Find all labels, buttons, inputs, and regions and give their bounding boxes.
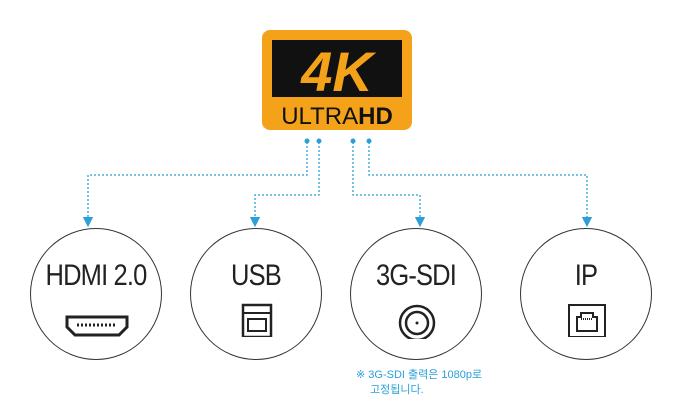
output-ip: IP [520, 228, 652, 360]
output-hdmi: HDMI 2.0 [30, 228, 162, 360]
note-line-2: 고정됩니다. [370, 384, 424, 396]
hdmi-port-icon [65, 315, 129, 337]
line-sdi [352, 142, 426, 228]
output-label: HDMI 2.0 [45, 259, 148, 292]
note-line-1: ※ 3G-SDI 출력은 1080p로 [356, 369, 483, 381]
logo-4k-text: 4K [300, 40, 376, 103]
sdi-note: ※ 3G-SDI 출력은 1080p로 고정됩니다. [356, 368, 482, 398]
logo-ultrahd-text: ULTRAHD [281, 103, 393, 130]
output-3g-sdi: 3G-SDI [350, 228, 482, 360]
logo-4k-ultra-hd: 4K ULTRAHD [262, 30, 412, 130]
bnc-connector-icon [398, 304, 436, 339]
output-label: USB [231, 259, 282, 292]
line-ip [368, 142, 593, 228]
usb-port-icon [241, 303, 273, 337]
ethernet-port-icon [568, 304, 606, 337]
output-label: IP [574, 259, 598, 292]
line-usb [249, 142, 320, 228]
output-label: 3G-SDI [376, 259, 457, 292]
line-hdmi [82, 142, 308, 228]
output-usb: USB [190, 228, 322, 360]
